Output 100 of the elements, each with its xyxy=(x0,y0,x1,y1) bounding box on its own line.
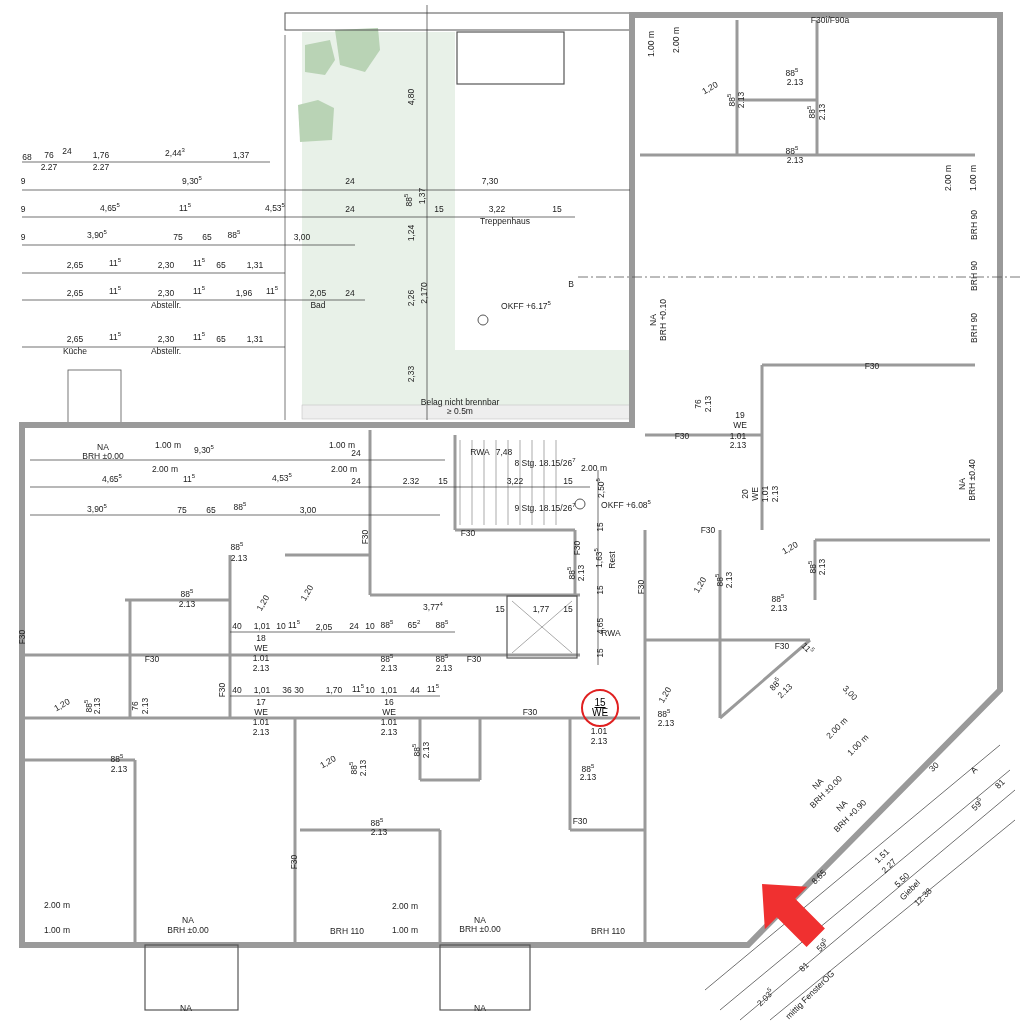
plan-text: 75 xyxy=(177,505,187,515)
plan-text: F30 xyxy=(572,540,582,556)
plan-text: 40 xyxy=(232,685,242,695)
plan-text: 4,53$^{5}$ xyxy=(272,471,292,483)
plan-text: F30 xyxy=(466,654,482,664)
plan-text: 1,01 xyxy=(253,621,271,631)
plan-text: 88$^{5}$ xyxy=(380,652,394,664)
plan-text: 2.13 xyxy=(110,764,128,774)
plan-text: 30 xyxy=(294,685,304,695)
plan-text: 2.00 m xyxy=(671,27,681,53)
plan-text: BRH 90 xyxy=(969,261,979,291)
plan-text: 88$^{5}$ xyxy=(785,144,799,156)
plan-text: 76 xyxy=(693,399,703,409)
plan-text: 17 xyxy=(256,697,266,707)
plan-text: 88$^{5}$ xyxy=(771,592,785,604)
plan-text: OKFF +6.08$^{5}$ xyxy=(601,498,651,510)
plan-text: 2.13 xyxy=(724,571,734,589)
plan-text: 11$^{5}$ xyxy=(182,472,196,484)
plan-text: ≥ 0.5m xyxy=(447,406,473,416)
plan-text: 2.13 xyxy=(358,759,368,777)
plan-text: BRH ±0.40 xyxy=(967,459,977,501)
plan-text: 1.00 m xyxy=(968,165,978,191)
plan-text: Bad xyxy=(310,300,326,310)
plan-text: 9,30$^{5}$ xyxy=(182,174,202,186)
plan-text: 1.00 m xyxy=(392,925,418,935)
plan-text: 2.13 xyxy=(590,736,608,746)
plan-text: 2.13 xyxy=(770,485,780,503)
plan-text: 88$^{5}$ xyxy=(435,618,449,630)
plan-text: 68 xyxy=(22,152,32,162)
plan-text: NA xyxy=(474,915,486,925)
plan-text: 1,37 xyxy=(417,187,427,205)
plan-text: BRH ±0.00 xyxy=(82,451,124,461)
plan-text: 15 xyxy=(438,476,448,486)
plan-text: 15 xyxy=(495,604,505,614)
plan-text: 4,65$^{5}$ xyxy=(100,201,120,213)
plan-text: BRH ±0.00 xyxy=(167,925,209,935)
plan-text: 88$^{5}$ xyxy=(657,707,671,719)
plan-text: BRH ±0.00 xyxy=(459,924,501,934)
plan-text: 88$^{5}$ xyxy=(227,228,241,240)
plan-text: 20 xyxy=(740,489,750,499)
plan-text: 24 xyxy=(349,621,359,631)
plan-text: 1,20 xyxy=(318,754,338,770)
plan-text: 11$^{5}$ xyxy=(192,284,206,296)
plan-text: NA xyxy=(182,915,194,925)
plan-text: Abstellr. xyxy=(150,346,182,356)
plan-text: BRH 110 xyxy=(330,926,364,936)
plan-text: F30 xyxy=(360,529,370,545)
plan-text: 88$^{5}$ xyxy=(230,540,244,552)
plan-text: 1,31 xyxy=(246,260,264,270)
plan-text: WE xyxy=(254,643,268,653)
plan-text: 15 xyxy=(595,522,605,532)
plan-text: 2,30 xyxy=(157,260,175,270)
plan-text: A xyxy=(969,765,979,775)
plan-text: 1.01 xyxy=(252,653,270,663)
plan-text: 2.13 xyxy=(92,697,102,715)
plan-text: F30 xyxy=(700,525,716,535)
plan-text: 88$^{5}$ xyxy=(233,500,247,512)
plan-text: 2,65 xyxy=(66,288,84,298)
plan-text: 9 xyxy=(20,204,26,214)
plan-text: F30 xyxy=(774,641,790,651)
plan-text: 88$^{5}$ xyxy=(581,762,595,774)
plan-text: 3,77$^{4}$ xyxy=(423,600,443,612)
plan-text: 2.13 xyxy=(736,91,746,109)
plan-text: 1,20 xyxy=(52,697,72,713)
plan-text: 11$^{5}$ xyxy=(108,256,122,268)
plan-text: 2.13 xyxy=(817,558,827,576)
plan-text: 24 xyxy=(345,204,355,214)
plan-text: 2.13 xyxy=(579,772,597,782)
plan-text: 7,30 xyxy=(481,176,499,186)
plan-text: 1.01 xyxy=(252,717,270,727)
plan-text: 2.00 m xyxy=(581,463,607,473)
plan-text: 9 Stg. 18.15/26$^{7}$ xyxy=(514,501,576,513)
plan-text: 3,22 xyxy=(506,476,524,486)
plan-text: 11$^{5}$ xyxy=(192,330,206,342)
plan-text: Belag nicht brennbar xyxy=(420,397,500,407)
plan-text: 11$^{5}$ xyxy=(426,682,440,694)
plan-text: BRH +0.10 xyxy=(658,299,668,341)
plan-text: Abstellr. xyxy=(150,300,182,310)
plan-text: 88$^{5}$ xyxy=(380,618,394,630)
plan-text: 2.27 xyxy=(92,162,110,172)
plan-text: 11$^{5}$ xyxy=(351,682,365,694)
plan-text: NA xyxy=(180,1003,192,1013)
plan-text: F30 xyxy=(217,682,227,698)
plan-text: NA xyxy=(648,314,658,326)
plan-text: 2.13 xyxy=(252,663,270,673)
plan-text: 2.13 xyxy=(703,395,713,413)
plan-text: 15 xyxy=(595,648,605,658)
plan-text: 2.13 xyxy=(380,727,398,737)
plan-text: 2,65 xyxy=(66,260,84,270)
plan-text: 2,05 xyxy=(315,622,333,632)
plan-text: 2.13 xyxy=(252,727,270,737)
plan-text: NA xyxy=(810,776,826,792)
plan-text: 1.00 m xyxy=(646,31,656,57)
plan-text: 1.00 m xyxy=(155,440,181,450)
plan-text: 81 xyxy=(993,777,1007,791)
plan-text: 2,65 xyxy=(66,334,84,344)
plan-text: 1.01 xyxy=(380,717,398,727)
plan-text: 1,77 xyxy=(532,604,550,614)
plan-text: 2.00 m xyxy=(392,901,418,911)
plan-text: 4,53$^{5}$ xyxy=(265,201,285,213)
